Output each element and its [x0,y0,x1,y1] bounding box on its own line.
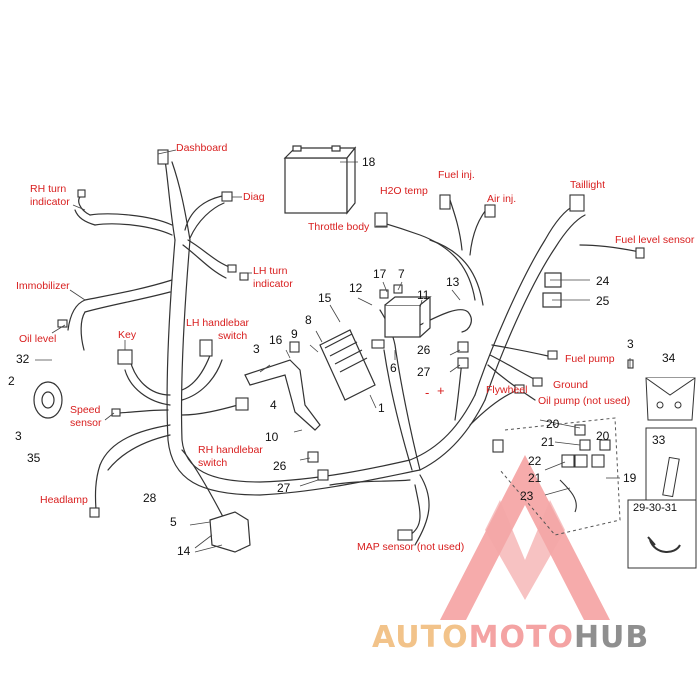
logo-part-moto: MOTO [468,620,574,655]
label-plus: + [437,383,445,398]
part-5: 5 [170,515,177,529]
part-6: 6 [390,361,397,375]
label-rh-switch-1: RH handlebar [198,444,263,456]
part-10: 10 [265,430,279,444]
tool-pouch [645,377,696,421]
part-32: 32 [16,352,30,366]
part-3a: 3 [253,342,260,356]
leader-lines [35,149,631,553]
part-26b: 26 [273,459,287,473]
label-speed-sensor-2: sensor [70,417,102,429]
part-18: 18 [362,155,376,169]
label-air-inj: Air inj. [487,193,517,205]
label-diag: Diag [243,191,265,203]
part-1: 1 [378,401,385,415]
bracket [244,359,321,431]
label-lh-switch-1: LH handlebar [186,317,250,329]
label-oil-pump: Oil pump (not used) [538,395,631,407]
label-ground: Ground [553,379,589,391]
label-rh-turn-2: indicator [30,196,70,208]
logo-part-auto: AUTO [372,620,469,655]
label-fuel-level-sensor: Fuel level sensor [615,234,695,246]
part-12: 12 [349,281,363,295]
part-3b: 3 [15,429,22,443]
label-speed-sensor-1: Speed [70,404,101,416]
side-box-29-30-31 [627,499,697,569]
label-lh-turn-2: indicator [253,278,293,290]
label-rh-switch-2: switch [198,457,228,469]
watermark-triangle [440,455,610,620]
battery [283,145,357,215]
part-24: 24 [596,274,610,288]
label-rh-turn-1: RH turn [30,183,67,195]
part-19: 19 [623,471,637,485]
label-minus: - [425,385,430,400]
part-34: 34 [662,351,676,365]
label-immobilizer: Immobilizer [16,280,70,292]
harness-main [67,159,641,551]
relay-24 [542,272,562,308]
label-taillight: Taillight [570,179,606,191]
regulator [384,296,432,338]
label-fuel-pump: Fuel pump [565,353,615,365]
part-28: 28 [143,491,157,505]
relay-group-outline [499,417,621,536]
label-flywheel: Flywheel [486,384,528,396]
label-h2o-temp: H2O temp [380,185,428,197]
part-25: 25 [596,294,610,308]
watermark-logo: AUTOMOTOHUB [372,620,649,655]
part-2: 2 [8,374,15,388]
part-15: 15 [318,291,332,305]
part-4: 4 [270,398,277,412]
part-27b: 27 [277,481,291,495]
label-fuel-inj: Fuel inj. [438,169,475,181]
part-11: 11 [417,288,430,302]
horn [33,381,63,419]
label-lh-turn-1: LH turn [253,265,288,277]
label-map-sensor: MAP sensor (not used) [357,541,465,553]
part-20a: 20 [546,417,560,431]
part-27a: 27 [417,365,431,379]
label-throttle-body: Throttle body [308,221,370,233]
connectors [57,149,645,541]
part-21b: 21 [528,471,542,485]
part-3c: 3 [627,337,634,351]
part-21a: 21 [541,435,555,449]
part-23: 23 [520,489,534,503]
part-33: 33 [652,433,666,447]
part-22: 22 [528,454,542,468]
label-lh-switch-2: switch [218,330,248,342]
part-26a: 26 [417,343,431,357]
part-35: 35 [27,451,41,465]
part-7: 7 [398,267,405,281]
logo-part-hub: HUB [573,620,650,655]
label-headlamp: Headlamp [40,494,88,506]
part-20b: 20 [596,429,610,443]
part-29-30-31: 29-30-31 [633,502,678,514]
label-key: Key [118,329,137,341]
part-17: 17 [373,267,387,281]
part-8: 8 [305,313,312,327]
label-dashboard: Dashboard [176,142,228,154]
relay-group [559,424,611,513]
label-oil-level: Oil level [19,333,57,345]
ecu-unit [319,329,376,401]
switch-module [209,511,251,553]
part-16: 16 [269,333,283,347]
part-13: 13 [446,275,460,289]
part-9: 9 [291,327,298,341]
part-14: 14 [177,544,191,558]
